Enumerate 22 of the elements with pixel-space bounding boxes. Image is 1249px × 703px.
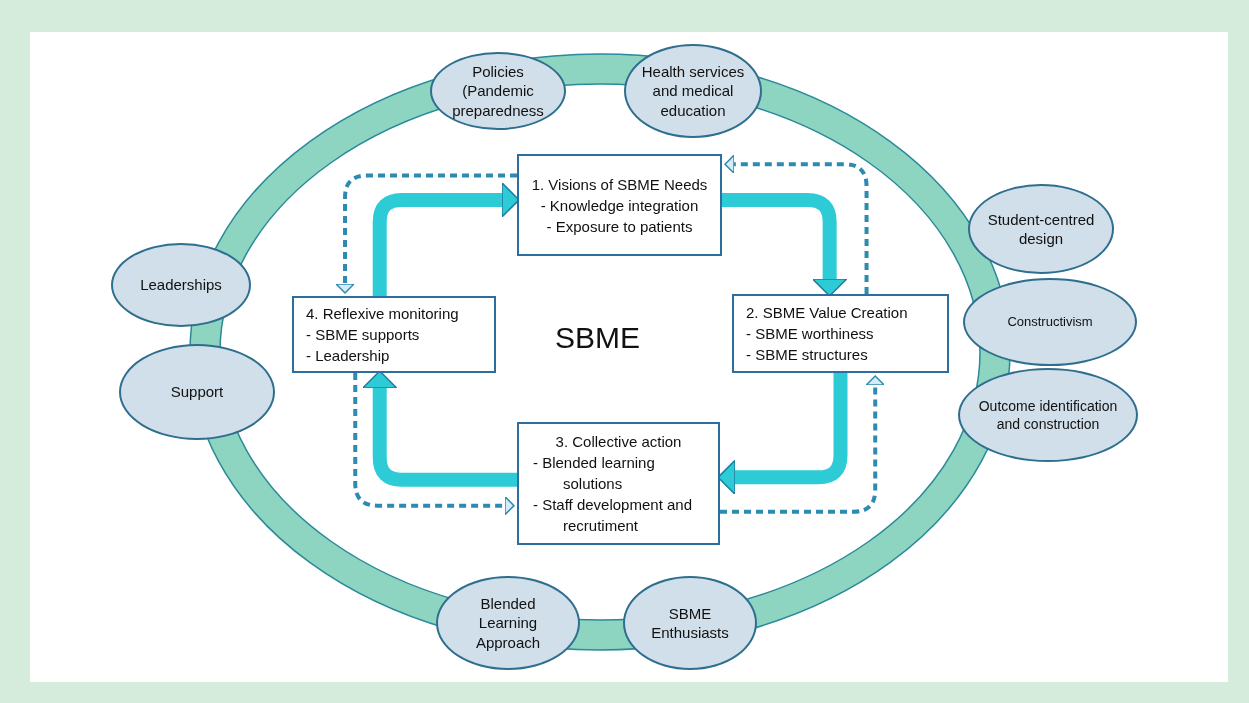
stage-item: - Blended learning solutions: [532, 453, 656, 494]
stage-item: - Leadership: [305, 346, 391, 366]
stage-heading: 3. Collective action: [554, 432, 683, 452]
dashed-arrow: [724, 154, 869, 294]
dashed-arrow: [335, 173, 517, 294]
dashed-arrow: [353, 373, 515, 516]
stage-item: - SBME structures: [745, 345, 869, 365]
stage-heading: 2. SBME Value Creation: [745, 303, 909, 323]
curved-arrow: [722, 192, 848, 297]
stage-item: - Staff development and recrutiment: [532, 495, 693, 536]
stage-heading: 1. Visions of SBME Needs: [530, 174, 709, 195]
stage-box: [517, 422, 720, 545]
center-title: SBME: [555, 320, 641, 356]
dashed-arrow: [720, 375, 885, 514]
stage-box: [292, 296, 496, 373]
stage-item: - Knowledge integration: [539, 195, 700, 216]
stage-item: - Exposure to patients: [545, 216, 694, 237]
stage-box: [517, 154, 722, 256]
stage-heading: 4. Reflexive monitoring: [305, 304, 460, 324]
stage-item: - SBME worthiness: [745, 324, 875, 344]
stage-box: [732, 294, 949, 373]
stage-item: - SBME supports: [305, 325, 421, 345]
